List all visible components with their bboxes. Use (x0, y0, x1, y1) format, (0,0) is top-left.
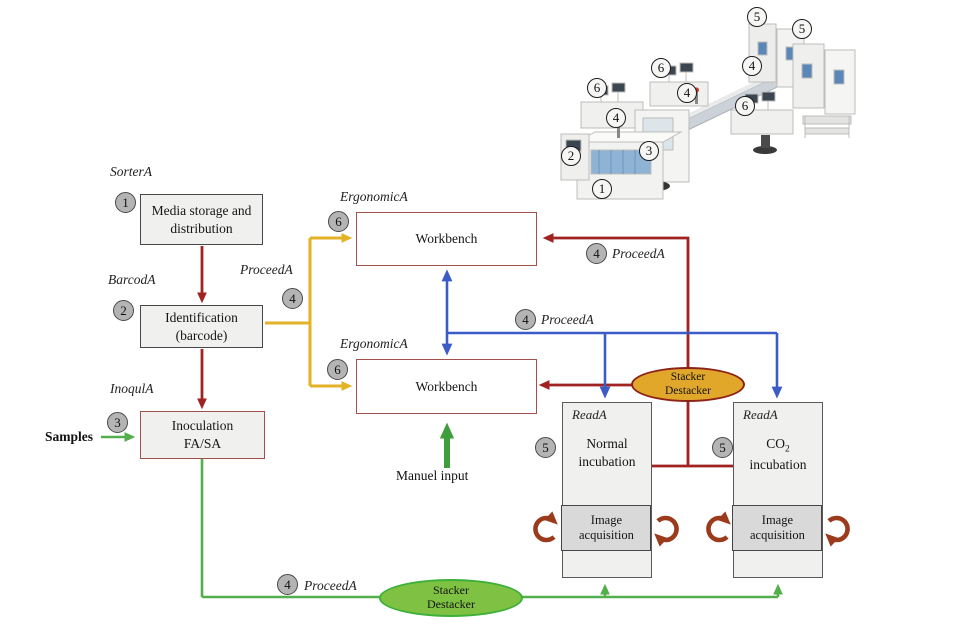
label-barcodA: BarcodA (108, 272, 156, 287)
photo-badge-6a: 6 (587, 78, 607, 98)
stacker-destacker-top: Stacker Destacker (631, 367, 745, 402)
node-co2-incubation: ReadA CO2 incubation Image acquisition (732, 402, 823, 578)
step-circle-5-co2: 5 (712, 437, 733, 458)
node-media-storage: Media storage and distribution (140, 194, 263, 245)
stacker-destacker-bottom: Stacker Destacker (379, 579, 523, 617)
image-acquisition-normal: Image acquisition (561, 505, 652, 551)
label-proceedA-green: ProceedA (304, 578, 357, 593)
label-ergonomicA-top: ErgonomicA (340, 189, 408, 204)
step-circle-1: 1 (115, 192, 136, 213)
photo-badge-1: 1 (592, 179, 612, 199)
co2-line2: incubation (749, 457, 807, 473)
photo-badge-4c: 4 (742, 56, 762, 76)
lab-automation-photo: 1 2 3 4 4 4 5 5 6 6 6 (555, 4, 875, 214)
photo-badge-3: 3 (639, 141, 659, 161)
stacker-destacker-top-label: Stacker Destacker (665, 371, 711, 397)
label-readA-co2: ReadA (743, 407, 778, 422)
step-circle-6-bottom: 6 (327, 359, 348, 380)
step-circle-4-yellow: 4 (282, 288, 303, 309)
photo-badge-4a: 4 (606, 108, 626, 128)
step-circle-5-normal: 5 (535, 437, 556, 458)
node-workbench-top: Workbench (356, 212, 537, 266)
yellow-flow-lines (265, 233, 353, 391)
step-circle-6-top: 6 (328, 211, 349, 232)
co2-subscript: 2 (785, 444, 790, 455)
label-proceedA-red: ProceedA (612, 246, 665, 261)
label-sorterA: SorterA (110, 164, 152, 179)
inoculation-line1: Inoculation (171, 418, 234, 434)
label-ergonomicA-bottom: ErgonomicA (340, 336, 408, 351)
lab-equipment-render (560, 23, 856, 200)
inoculation-line2: FA/SA (183, 436, 222, 451)
normal-incubation-title: Normal incubation (578, 436, 636, 469)
node-workbench-bottom: Workbench (356, 359, 537, 414)
photo-badge-2: 2 (561, 146, 581, 166)
manual-input-text: Manuel input (396, 468, 469, 483)
step-circle-3: 3 (107, 412, 128, 433)
image-acquisition-co2: Image acquisition (732, 505, 823, 551)
label-readA-normal: ReadA (572, 407, 607, 422)
label-inoqulA: InoqulA (110, 381, 154, 396)
label-proceedA-yellow: ProceedA (240, 262, 293, 277)
stacker-destacker-bottom-label: Stacker Destacker (427, 583, 475, 611)
photo-badge-6b: 6 (651, 58, 671, 78)
node-normal-incubation: ReadA Normal incubation Image acquisitio… (561, 402, 652, 578)
photo-badge-4b: 4 (677, 83, 697, 103)
image-acquisition-cycle-arrows (533, 511, 850, 547)
green-flow-lines (101, 432, 783, 599)
label-proceedA-blue: ProceedA (541, 312, 594, 327)
co2-incubation-title: CO2 incubation (734, 435, 822, 474)
samples-text: Samples (45, 429, 94, 444)
step-circle-2: 2 (113, 300, 134, 321)
photo-badge-5b: 5 (792, 19, 812, 39)
step-circle-4-blue: 4 (515, 309, 536, 330)
node-inoculation: Inoculation FA/SA (140, 411, 265, 459)
step-circle-4-red: 4 (586, 243, 607, 264)
blue-flow-lines (441, 269, 783, 399)
step-circle-4-green: 4 (277, 574, 298, 595)
co2-text: CO (766, 436, 785, 451)
photo-badge-6c: 6 (735, 96, 755, 116)
photo-badge-5a: 5 (747, 7, 767, 27)
node-identification: Identification (barcode) (140, 305, 263, 348)
